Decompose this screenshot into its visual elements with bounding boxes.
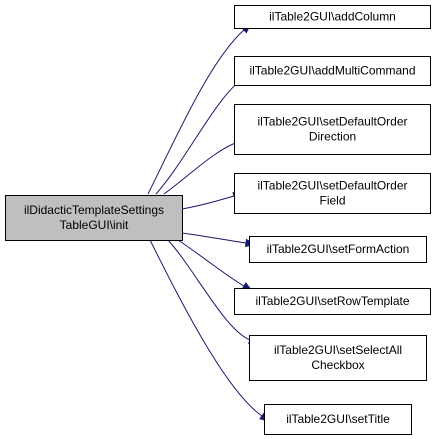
edge-1 [147, 29, 245, 195]
target-node-6-label-line-1: ilTable2GUI\setRowTemplate [255, 294, 409, 308]
target-node-2-box [234, 56, 431, 86]
target-node-5-label-line-1: ilTable2GUI\setFormAction [267, 242, 410, 256]
target-node-7-label-line-1: ilTable2GUI\setSelectAll [274, 343, 402, 357]
target-node-3-box [234, 104, 431, 155]
nodes-layer: ilDidacticTemplateSettingsTableGUI\initi… [5, 5, 431, 435]
target-node-3-label-line-1: ilTable2GUI\setDefaultOrder [257, 115, 407, 129]
target-node-1-box [234, 5, 431, 29]
target-node-1-label-line-1: ilTable2GUI\addColumn [269, 10, 396, 24]
root-node-box [5, 195, 183, 241]
target-node-8-label-line-1: ilTable2GUI\setTitle [286, 412, 390, 426]
edge-8 [149, 239, 263, 417]
edge-4 [181, 195, 235, 210]
target-node-4-box [234, 173, 431, 214]
edge-5 [181, 232, 247, 244]
target-node-6-box [234, 288, 431, 315]
target-node-1[interactable]: ilTable2GUI\addColumn [234, 5, 431, 29]
target-node-5-box [249, 236, 427, 263]
target-node-4-label-line-1: ilTable2GUI\setDefaultOrder [257, 179, 407, 193]
root-node-label-line-2: TableGUI\init [60, 218, 129, 232]
root-node-label-line-1: ilDidacticTemplateSettings [24, 203, 164, 217]
target-node-2-label-line-1: ilTable2GUI\addMultiCommand [249, 64, 415, 78]
target-node-8[interactable]: ilTable2GUI\setTitle [264, 404, 412, 435]
edge-7 [167, 239, 251, 341]
target-node-4-label-line-2: Field [319, 194, 345, 208]
target-node-3-label-line-2: Direction [309, 130, 356, 144]
target-node-6[interactable]: ilTable2GUI\setRowTemplate [234, 288, 431, 315]
target-node-7-label-line-2: Checkbox [311, 358, 364, 372]
edge-6 [177, 239, 245, 287]
target-node-8-box [264, 404, 412, 435]
edge-3 [163, 141, 239, 195]
edge-2 [155, 80, 241, 195]
target-node-2[interactable]: ilTable2GUI\addMultiCommand [234, 56, 431, 86]
target-node-5[interactable]: ilTable2GUI\setFormAction [249, 236, 427, 263]
target-node-7-box [249, 335, 427, 381]
